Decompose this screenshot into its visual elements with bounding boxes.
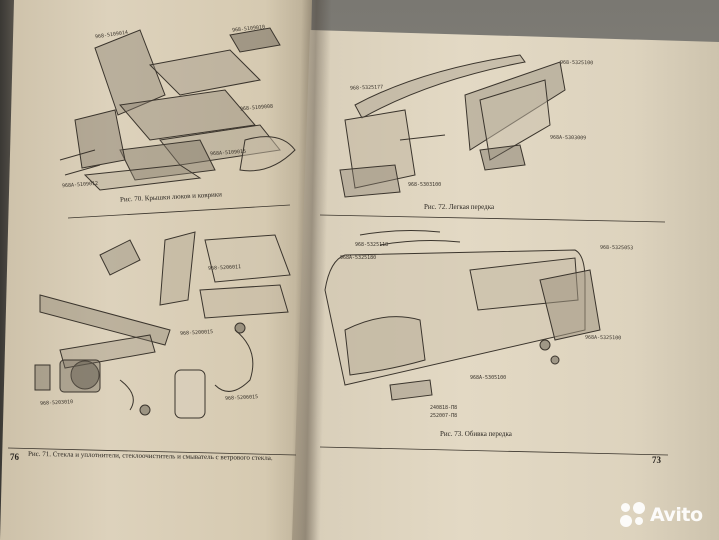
right-bottom-figure — [324, 230, 601, 401]
avito-logo-icon — [620, 502, 646, 528]
part-label: 968-5325118 — [355, 242, 389, 248]
avito-watermark-text: Avito — [650, 504, 703, 526]
avito-watermark: Avito — [620, 500, 716, 530]
part-label: 968-5303100 — [408, 182, 442, 188]
figure-caption: Рис. 73. Обивка передка — [440, 430, 512, 438]
figure-caption: Рис. 72. Легкая передка — [424, 203, 495, 211]
left-bottom-figure — [34, 231, 291, 419]
page-number-right: 73 — [652, 455, 661, 465]
page-number-left: 76 — [10, 452, 19, 462]
part-label: 968-5325053 — [599, 244, 634, 252]
right-top-figure — [339, 54, 566, 198]
part-label: 240818-П8 — [430, 405, 458, 411]
part-label: 968А-5303009 — [549, 134, 587, 142]
part-label: 968А-5305100 — [470, 375, 507, 381]
part-label: 968-5325177 — [349, 84, 384, 92]
part-label: 252007-П8 — [430, 413, 458, 419]
part-label: 968-5325100 — [559, 59, 594, 67]
part-label: 968А-5325100 — [584, 334, 622, 342]
part-label: 968А-5325180 — [340, 255, 377, 261]
left-top-figure — [59, 27, 296, 191]
page-frames — [7, 204, 669, 456]
